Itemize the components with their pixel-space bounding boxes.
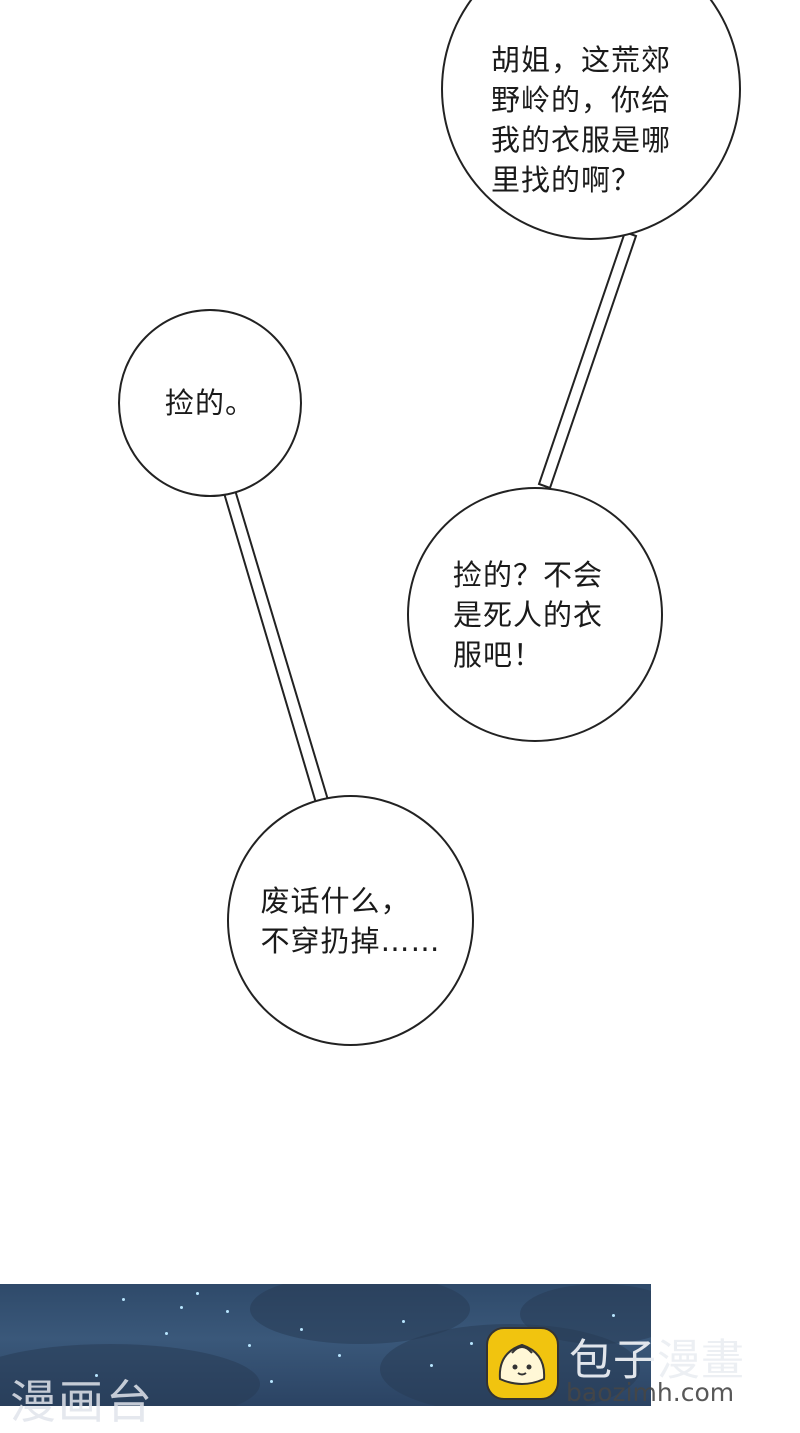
speech-text-picked-up: 捡的。: [164, 386, 255, 420]
tail-b2-b4: [222, 488, 330, 805]
speech-bubble-picked-up: 捡的。: [118, 309, 302, 497]
watermark-brand-cn: 包子漫畫: [569, 1336, 745, 1386]
watermark-left: 漫画台: [10, 1375, 154, 1429]
speech-text-dead-clothes: 捡的？不会 是死人的衣 服吧！: [453, 557, 604, 672]
speech-bubble-dead-clothes: 捡的？不会 是死人的衣 服吧！: [407, 487, 663, 742]
bun-logo-icon: [486, 1327, 559, 1400]
tail-b1-b3: [537, 230, 638, 490]
speech-text-nonsense: 废话什么， 不穿扔掉……: [260, 883, 441, 958]
speech-bubble-question: 胡姐，这荒郊 野岭的，你给 我的衣服是哪 里找的啊？: [441, 0, 741, 240]
speech-bubble-nonsense: 废话什么， 不穿扔掉……: [227, 795, 474, 1046]
watermark-brand-en: baozimh.com: [566, 1378, 735, 1407]
speech-text-question: 胡姐，这荒郊 野岭的，你给 我的衣服是哪 里找的啊？: [491, 43, 672, 197]
